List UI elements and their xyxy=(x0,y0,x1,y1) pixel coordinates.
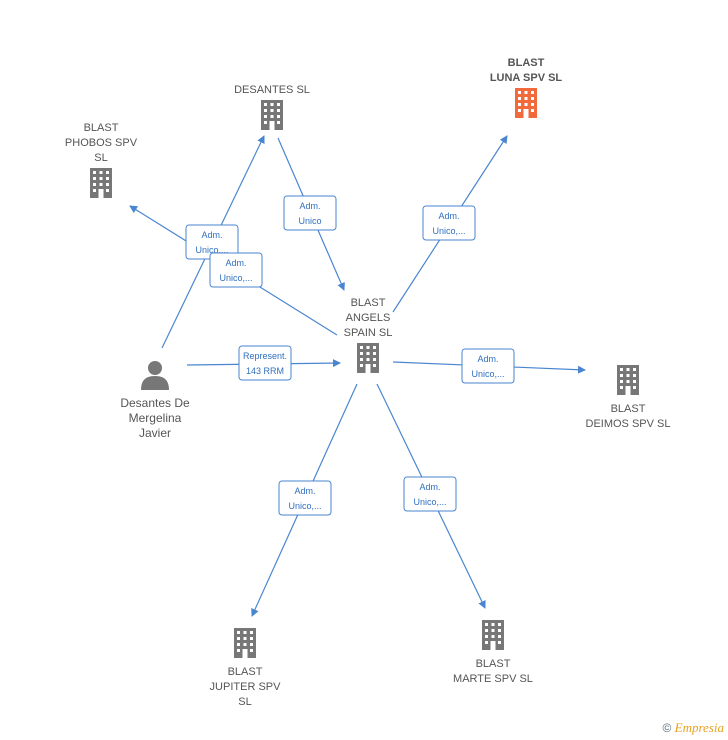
edge-label-blast_angels-to-blast_marte[interactable]: Adm. Unico,... xyxy=(403,476,457,512)
copyright-symbol: © xyxy=(662,721,672,735)
copyright-notice: © Empresia xyxy=(662,720,724,736)
node-label-line[interactable]: BLAST xyxy=(611,403,646,415)
edge-label-line: Adm. xyxy=(299,201,320,211)
edge-label-box[interactable] xyxy=(209,252,263,288)
edge-label-box[interactable] xyxy=(422,205,476,241)
node-blast-marte[interactable]: BLAST MARTE SPV SL xyxy=(453,620,533,685)
node-label-line[interactable]: BLAST xyxy=(351,297,386,309)
node-desantes[interactable]: DESANTES SL xyxy=(234,84,310,130)
node-label-line[interactable]: BLAST xyxy=(508,57,545,69)
edge-label-line: Adm. xyxy=(477,354,498,364)
nodes-layer: BLAST ANGELS SPAIN SL DESANTES SL BLAST LUNA … xyxy=(65,57,671,708)
edge-label-blast_angels-to-blast_luna[interactable]: Adm. Unico,... xyxy=(422,205,476,241)
edge-label-line: 143 RRM xyxy=(246,366,284,376)
edge-label-desantes_person-to-blast_angels[interactable]: Represent. 143 RRM xyxy=(238,345,292,381)
edge-label-blast_angels-to-blast_deimos[interactable]: Adm. Unico,... xyxy=(461,348,515,384)
building-icon[interactable] xyxy=(234,628,256,658)
node-label-line[interactable]: SL xyxy=(238,696,251,708)
person-icon[interactable] xyxy=(141,361,169,390)
node-label-line[interactable]: DESANTES SL xyxy=(234,84,310,96)
building-icon[interactable] xyxy=(90,168,112,198)
building-icon[interactable] xyxy=(357,343,379,373)
edge-label-desantes-to-blast_angels[interactable]: Adm. Unico xyxy=(283,195,337,231)
edge-label-line: Unico,... xyxy=(471,369,504,379)
edge-label-line: Adm. xyxy=(225,258,246,268)
node-label-line[interactable]: DEIMOS SPV SL xyxy=(586,418,671,430)
edge-label-line: Adm. xyxy=(201,230,222,240)
edge-label-line: Unico,... xyxy=(219,273,252,283)
edge-label-line: Unico xyxy=(298,216,321,226)
edge-label-line: Adm. xyxy=(438,211,459,221)
node-label-line[interactable]: SL xyxy=(94,152,107,164)
node-label-line[interactable]: Desantes De xyxy=(120,396,190,410)
edge-labels-layer: Represent. 143 RRM Adm. Unico,... Adm. Unico,… xyxy=(185,195,515,516)
node-label-line[interactable]: MARTE SPV SL xyxy=(453,673,533,685)
node-blast-luna[interactable]: BLAST LUNA SPV SL xyxy=(490,57,563,118)
edge-label-box[interactable] xyxy=(278,480,332,516)
node-label-line[interactable]: Javier xyxy=(139,426,171,440)
edge-label-blast_angels-to-blast_jupiter[interactable]: Adm. Unico,... xyxy=(278,480,332,516)
edge-label-line: Unico,... xyxy=(195,245,228,255)
edge-label-line: Represent. xyxy=(243,351,287,361)
building-icon[interactable] xyxy=(261,100,283,130)
edge-label-line: Unico,... xyxy=(288,501,321,511)
edges-layer xyxy=(129,135,586,617)
node-label-line[interactable]: ANGELS xyxy=(346,312,391,324)
node-blast-angels[interactable]: BLAST ANGELS SPAIN SL xyxy=(344,297,393,373)
building-icon[interactable] xyxy=(482,620,504,650)
edge-label-box[interactable] xyxy=(403,476,457,512)
edge-label-box[interactable] xyxy=(238,345,292,381)
edge-label-box[interactable] xyxy=(461,348,515,384)
node-blast-phobos[interactable]: BLAST PHOBOS SPV SL xyxy=(65,122,138,198)
node-blast-deimos[interactable]: BLAST DEIMOS SPV SL xyxy=(586,365,671,430)
edge-label-line: Adm. xyxy=(419,482,440,492)
node-blast-jupiter[interactable]: BLAST JUPITER SPV SL xyxy=(210,628,282,708)
node-label-line[interactable]: SPAIN SL xyxy=(344,327,393,339)
edge-label-line: Unico,... xyxy=(413,497,446,507)
building-icon[interactable] xyxy=(617,365,639,395)
node-label-line[interactable]: JUPITER SPV xyxy=(210,681,282,693)
edge-label-blast_angels-to-blast_phobos[interactable]: Adm. Unico,... xyxy=(209,252,263,288)
brand-logo-text[interactable]: Empresia xyxy=(674,720,724,735)
node-label-line[interactable]: BLAST xyxy=(228,666,263,678)
edge-label-box[interactable] xyxy=(283,195,337,231)
node-label-line[interactable]: BLAST xyxy=(476,658,511,670)
node-label-line[interactable]: LUNA SPV SL xyxy=(490,72,563,84)
node-label-line[interactable]: BLAST xyxy=(84,122,119,134)
edge-label-line: Unico,... xyxy=(432,226,465,236)
node-label-line[interactable]: Mergelina xyxy=(129,411,182,425)
building-icon[interactable] xyxy=(515,88,537,118)
edge-label-line: Adm. xyxy=(294,486,315,496)
node-label-line[interactable]: PHOBOS SPV xyxy=(65,137,138,149)
